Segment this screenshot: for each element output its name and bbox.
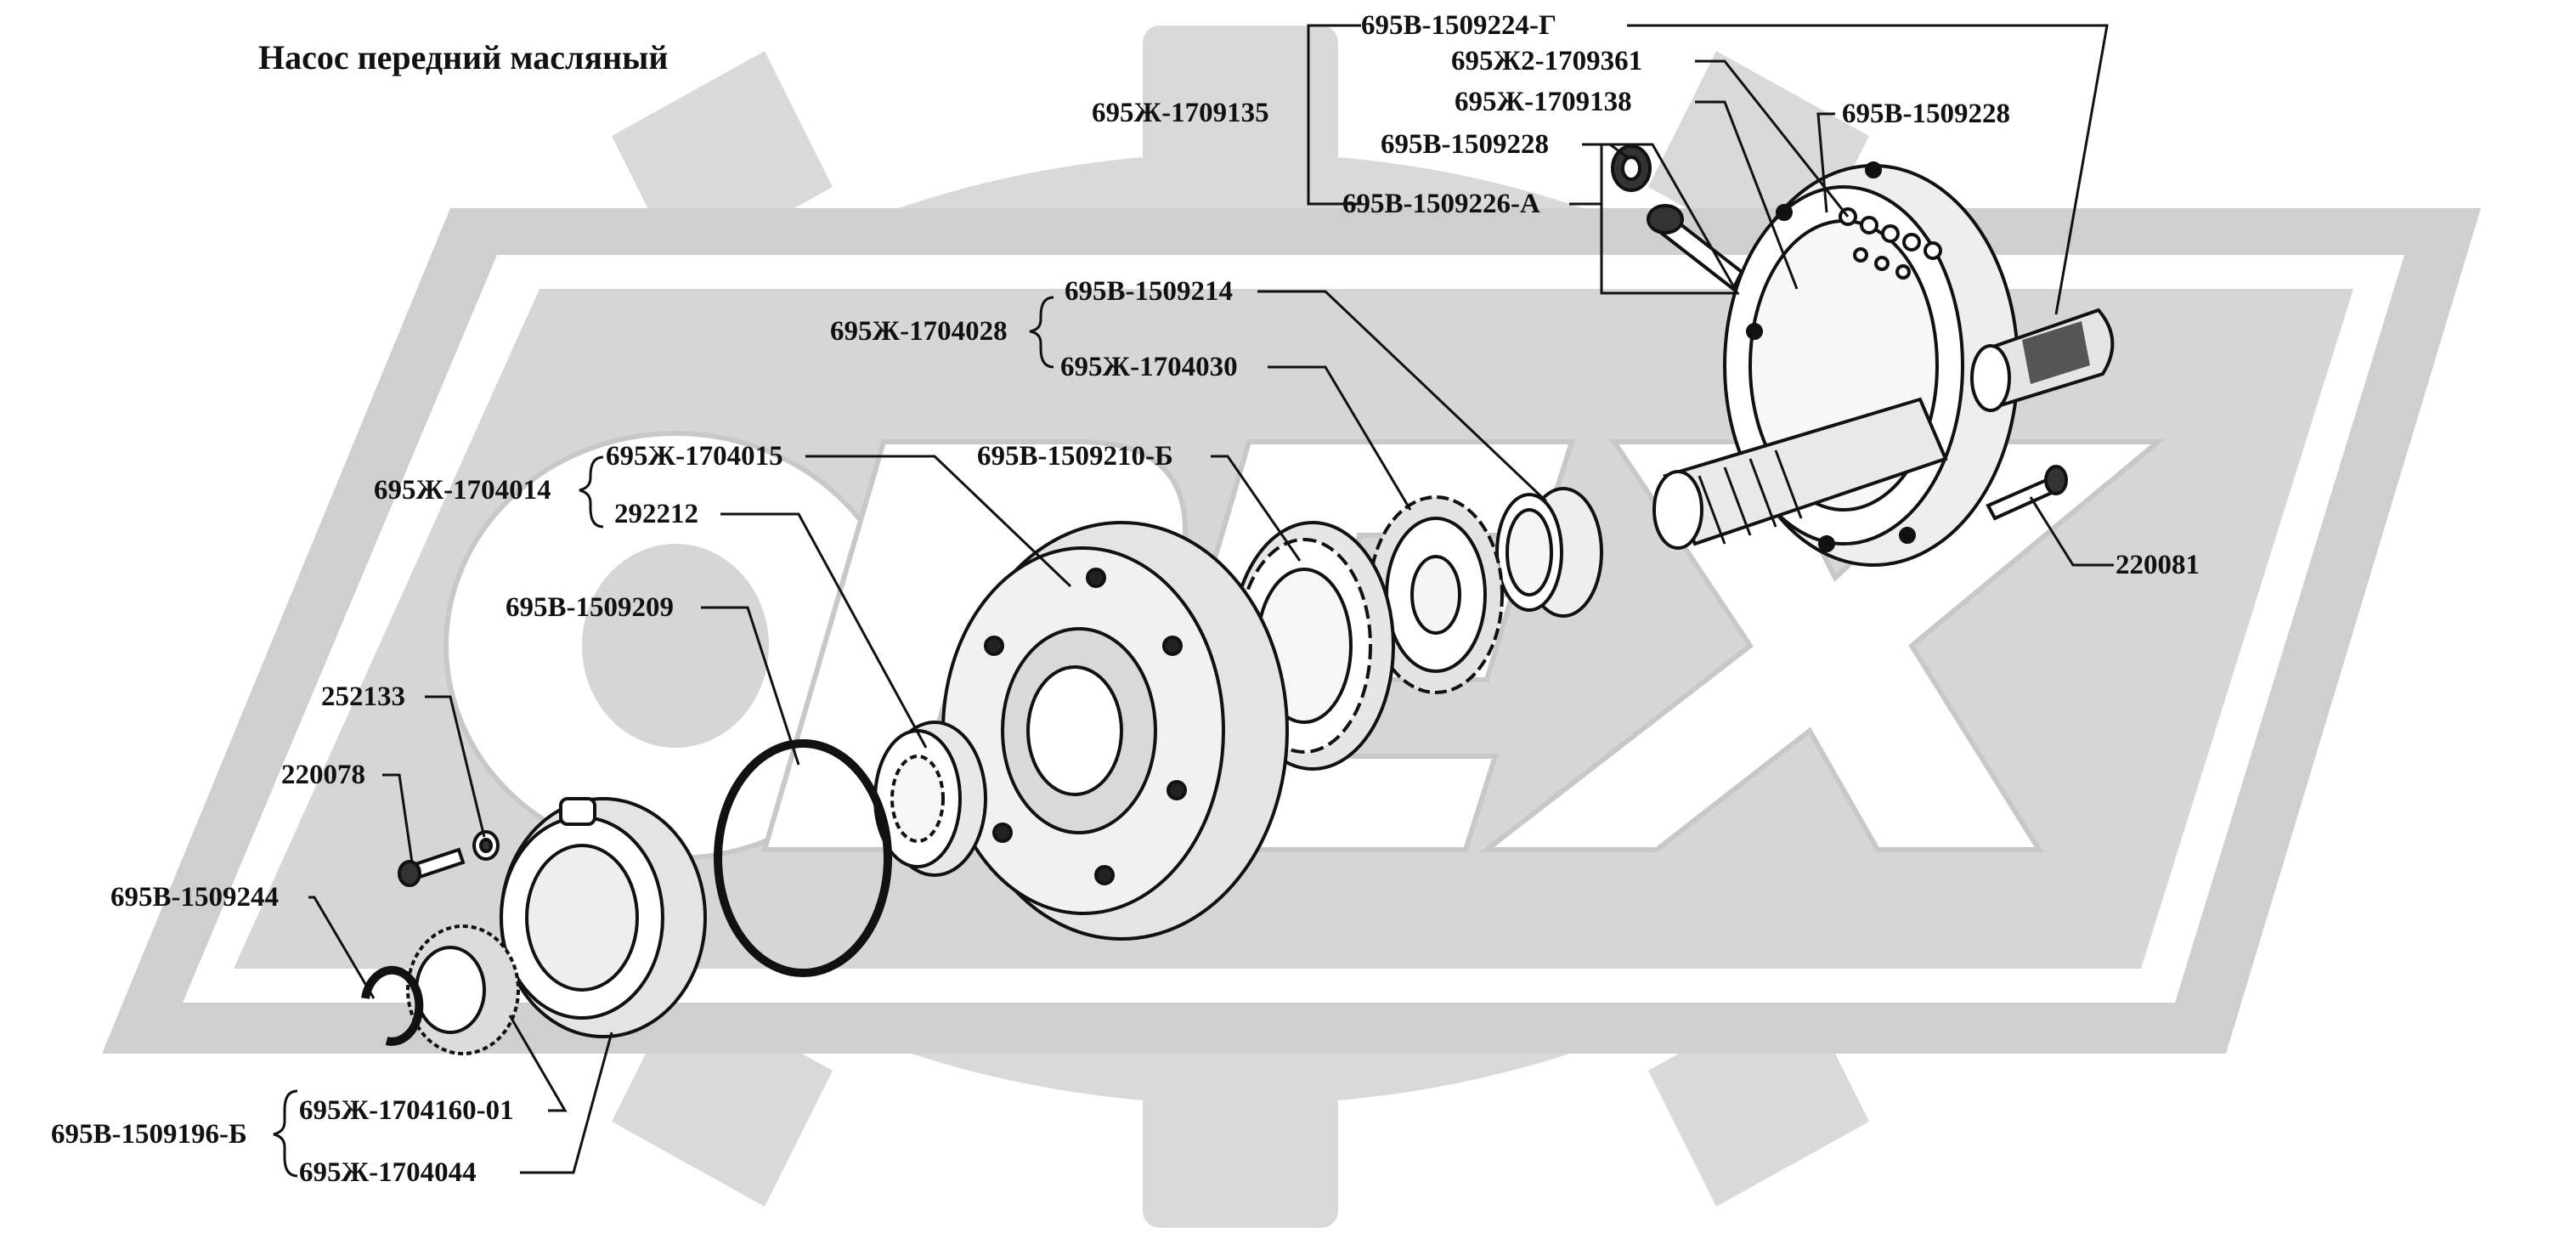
parts (361, 144, 2115, 1055)
part-label: 695Ж-1704160-01 (299, 1095, 514, 1126)
seal-drawing (406, 924, 520, 1055)
sleeve-drawing (1970, 308, 2115, 412)
part-label: 695В-1509214 (1065, 276, 1233, 307)
shaft-drawing (1652, 397, 1948, 550)
part-label: 292212 (614, 499, 698, 529)
needle-bearing-drawing (873, 721, 987, 877)
part-label: 695Ж2-1709361 (1451, 46, 1643, 76)
part-label: 695Ж-1709138 (1455, 87, 1632, 117)
part-label: 695В-1509224-Г (1361, 10, 1556, 41)
bolt-top-drawing (1647, 204, 1744, 292)
page-title: Насос передний масляный (258, 38, 669, 76)
part-label: 220078 (281, 760, 365, 790)
part-label: 695Ж-1704028 (830, 316, 1008, 347)
part-label: 695Ж-1704015 (606, 441, 783, 472)
part-label: 695В-1509226-А (1342, 189, 1540, 219)
leader-lines (273, 24, 2114, 1178)
front-cover-drawing (500, 797, 707, 1038)
bearing-cup-drawing (1495, 487, 1603, 618)
part-label: 695В-1509209 (506, 592, 674, 623)
o-ring-drawing (714, 739, 892, 977)
part-label: 695Ж-1704030 (1060, 352, 1238, 382)
small-nut-drawing (1611, 144, 1652, 192)
part-label: 695В-1509196-Б (51, 1119, 247, 1150)
inner-gear-drawing (1368, 495, 1504, 694)
bolt-left-drawing (398, 847, 466, 887)
part-label: 252133 (321, 681, 405, 712)
snap-ring-drawing (361, 965, 424, 1046)
part-label: 695Ж-1704014 (374, 475, 551, 506)
pump-body-drawing (941, 521, 1289, 941)
part-label: 695В-1509210-Б (977, 441, 1173, 472)
part-label: 695Ж-1704044 (299, 1157, 477, 1188)
part-label: 695В-1509228 (1842, 99, 2010, 129)
washer-drawing (472, 830, 500, 861)
part-label: 220081 (2116, 550, 2200, 580)
part-label: 695В-1509228 (1381, 129, 1549, 160)
balls-drawing (1839, 207, 1942, 280)
part-label: 695Ж-1709135 (1092, 98, 1269, 128)
part-label: 695В-1509244 (110, 882, 279, 913)
bolt-right-drawing (1986, 465, 2068, 521)
